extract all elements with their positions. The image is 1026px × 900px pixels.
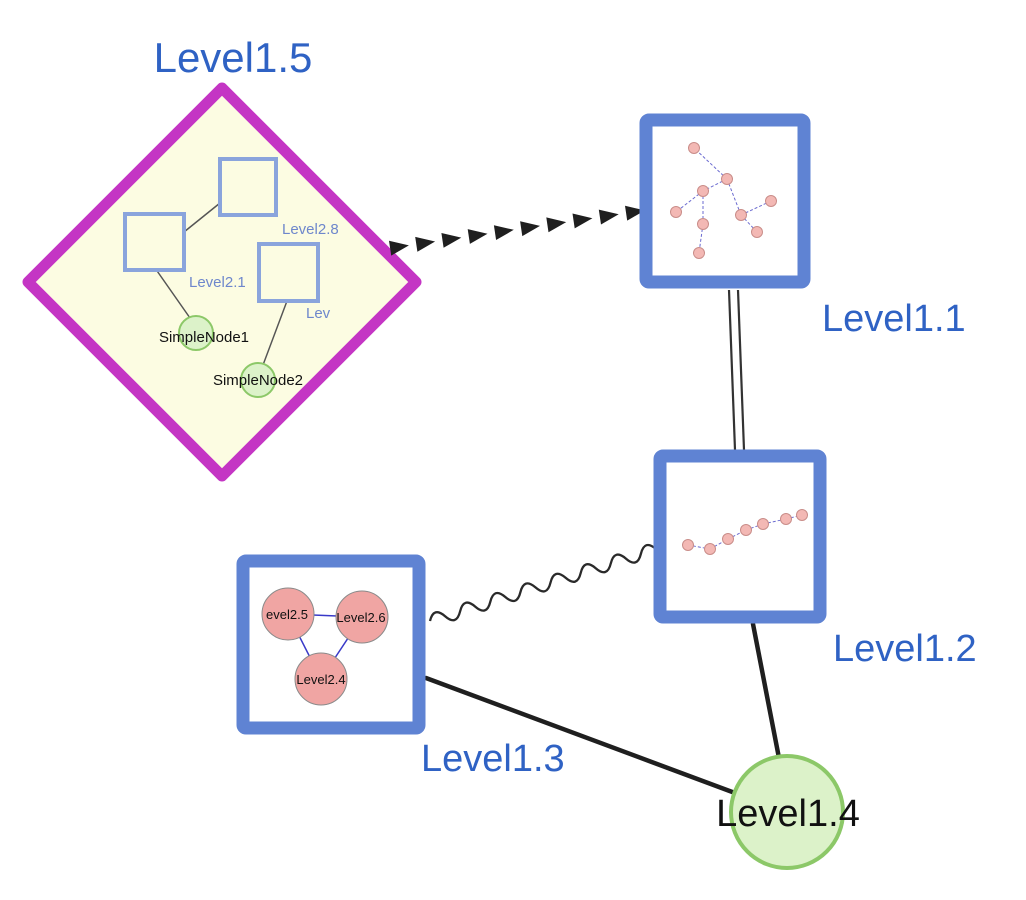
arrow-dash-segment	[520, 221, 540, 237]
wavy-edge-path[interactable]	[428, 543, 657, 622]
node-label-level2-1: Level2.1	[189, 274, 246, 291]
node-label-level1-4: Level1.4	[716, 793, 860, 835]
mini-node	[721, 173, 733, 185]
inner-edge-level21-level28[interactable]	[183, 202, 221, 233]
arrow-dash-segment	[467, 229, 488, 244]
mini-node	[722, 533, 734, 545]
node-level1-1[interactable]	[639, 113, 811, 289]
mini-edge	[762, 518, 787, 525]
node-label-lev: Lev	[306, 305, 331, 322]
node-label-level1-3: Level1.3	[421, 738, 565, 780]
node-level1-3[interactable]: evel2.5 Level2.6 Level2.4	[236, 554, 426, 735]
node-level1-5-group[interactable]: Level2.8 Level2.1 Lev SimpleNode1 Simple…	[22, 82, 422, 482]
level1-1-box[interactable]	[639, 113, 811, 289]
node-level2-8[interactable]	[218, 157, 278, 217]
edge-line[interactable]	[423, 675, 738, 796]
mini-node	[757, 518, 769, 530]
mini-edge	[687, 544, 711, 550]
inner-edge-lev-simplenode2[interactable]	[262, 300, 288, 366]
mini-node	[796, 509, 808, 521]
arrow-dash-segment	[415, 236, 436, 252]
mini-node	[735, 209, 747, 221]
arrow-dash-segment	[441, 233, 462, 248]
mini-node	[682, 539, 694, 551]
edge-level15-level11[interactable]	[389, 205, 645, 256]
mini-node	[704, 543, 716, 555]
node-label-level1-5: Level1.5	[154, 34, 313, 81]
edge-line-right[interactable]	[736, 289, 746, 451]
inner-edge-level21-simplenode1[interactable]	[154, 267, 191, 319]
mini-edge	[726, 178, 742, 216]
node-level2-4[interactable]	[294, 652, 348, 706]
node-level1-2[interactable]	[653, 449, 827, 624]
edge-level13-level12[interactable]	[428, 543, 657, 622]
mini-node	[697, 185, 709, 197]
mini-node	[751, 226, 763, 238]
arrow-dash-segment	[546, 217, 567, 233]
level1-4-circle[interactable]	[729, 754, 845, 870]
arrow-dash-segment	[572, 213, 593, 229]
node-simplenode1[interactable]	[178, 315, 214, 351]
mini-node	[670, 206, 682, 218]
mini-node	[688, 142, 700, 154]
mini-node	[780, 513, 792, 525]
node-label-level1-2: Level1.2	[833, 628, 977, 670]
node-lev[interactable]	[257, 242, 320, 303]
edge-line[interactable]	[750, 621, 782, 761]
node-label-level1-1: Level1.1	[822, 298, 966, 340]
node-label-simplenode2: SimpleNode2	[213, 372, 303, 389]
edge-line-left[interactable]	[727, 289, 737, 451]
node-label-simplenode1: SimpleNode1	[159, 329, 249, 346]
mini-node	[697, 218, 709, 230]
arrow-dash-segment	[493, 225, 514, 240]
edge-level12-level14[interactable]	[750, 621, 782, 761]
node-label-level2-5: evel2.5	[266, 607, 308, 622]
node-level2-5[interactable]	[261, 587, 315, 641]
node-label-level2-4: Level2.4	[296, 672, 345, 687]
mini-node	[740, 524, 752, 536]
diamond-shape[interactable]	[22, 82, 422, 482]
mini-edge	[740, 214, 758, 233]
edge-level11-level12[interactable]	[727, 289, 746, 451]
arrow-dash-segment	[598, 209, 619, 225]
mini-edge	[693, 147, 728, 180]
mini-node	[693, 247, 705, 259]
node-label-level2-6: Level2.6	[336, 610, 385, 625]
node-level2-1[interactable]	[123, 212, 186, 272]
node-level2-6[interactable]	[335, 590, 389, 644]
mini-node	[765, 195, 777, 207]
node-level1-4[interactable]	[729, 754, 845, 870]
node-simplenode2[interactable]	[240, 362, 276, 398]
level1-2-box[interactable]	[653, 449, 827, 624]
arrow-dash-segment	[389, 240, 409, 256]
node-label-level2-8: Level2.8	[282, 221, 339, 238]
edge-level13-level14[interactable]	[423, 675, 738, 796]
